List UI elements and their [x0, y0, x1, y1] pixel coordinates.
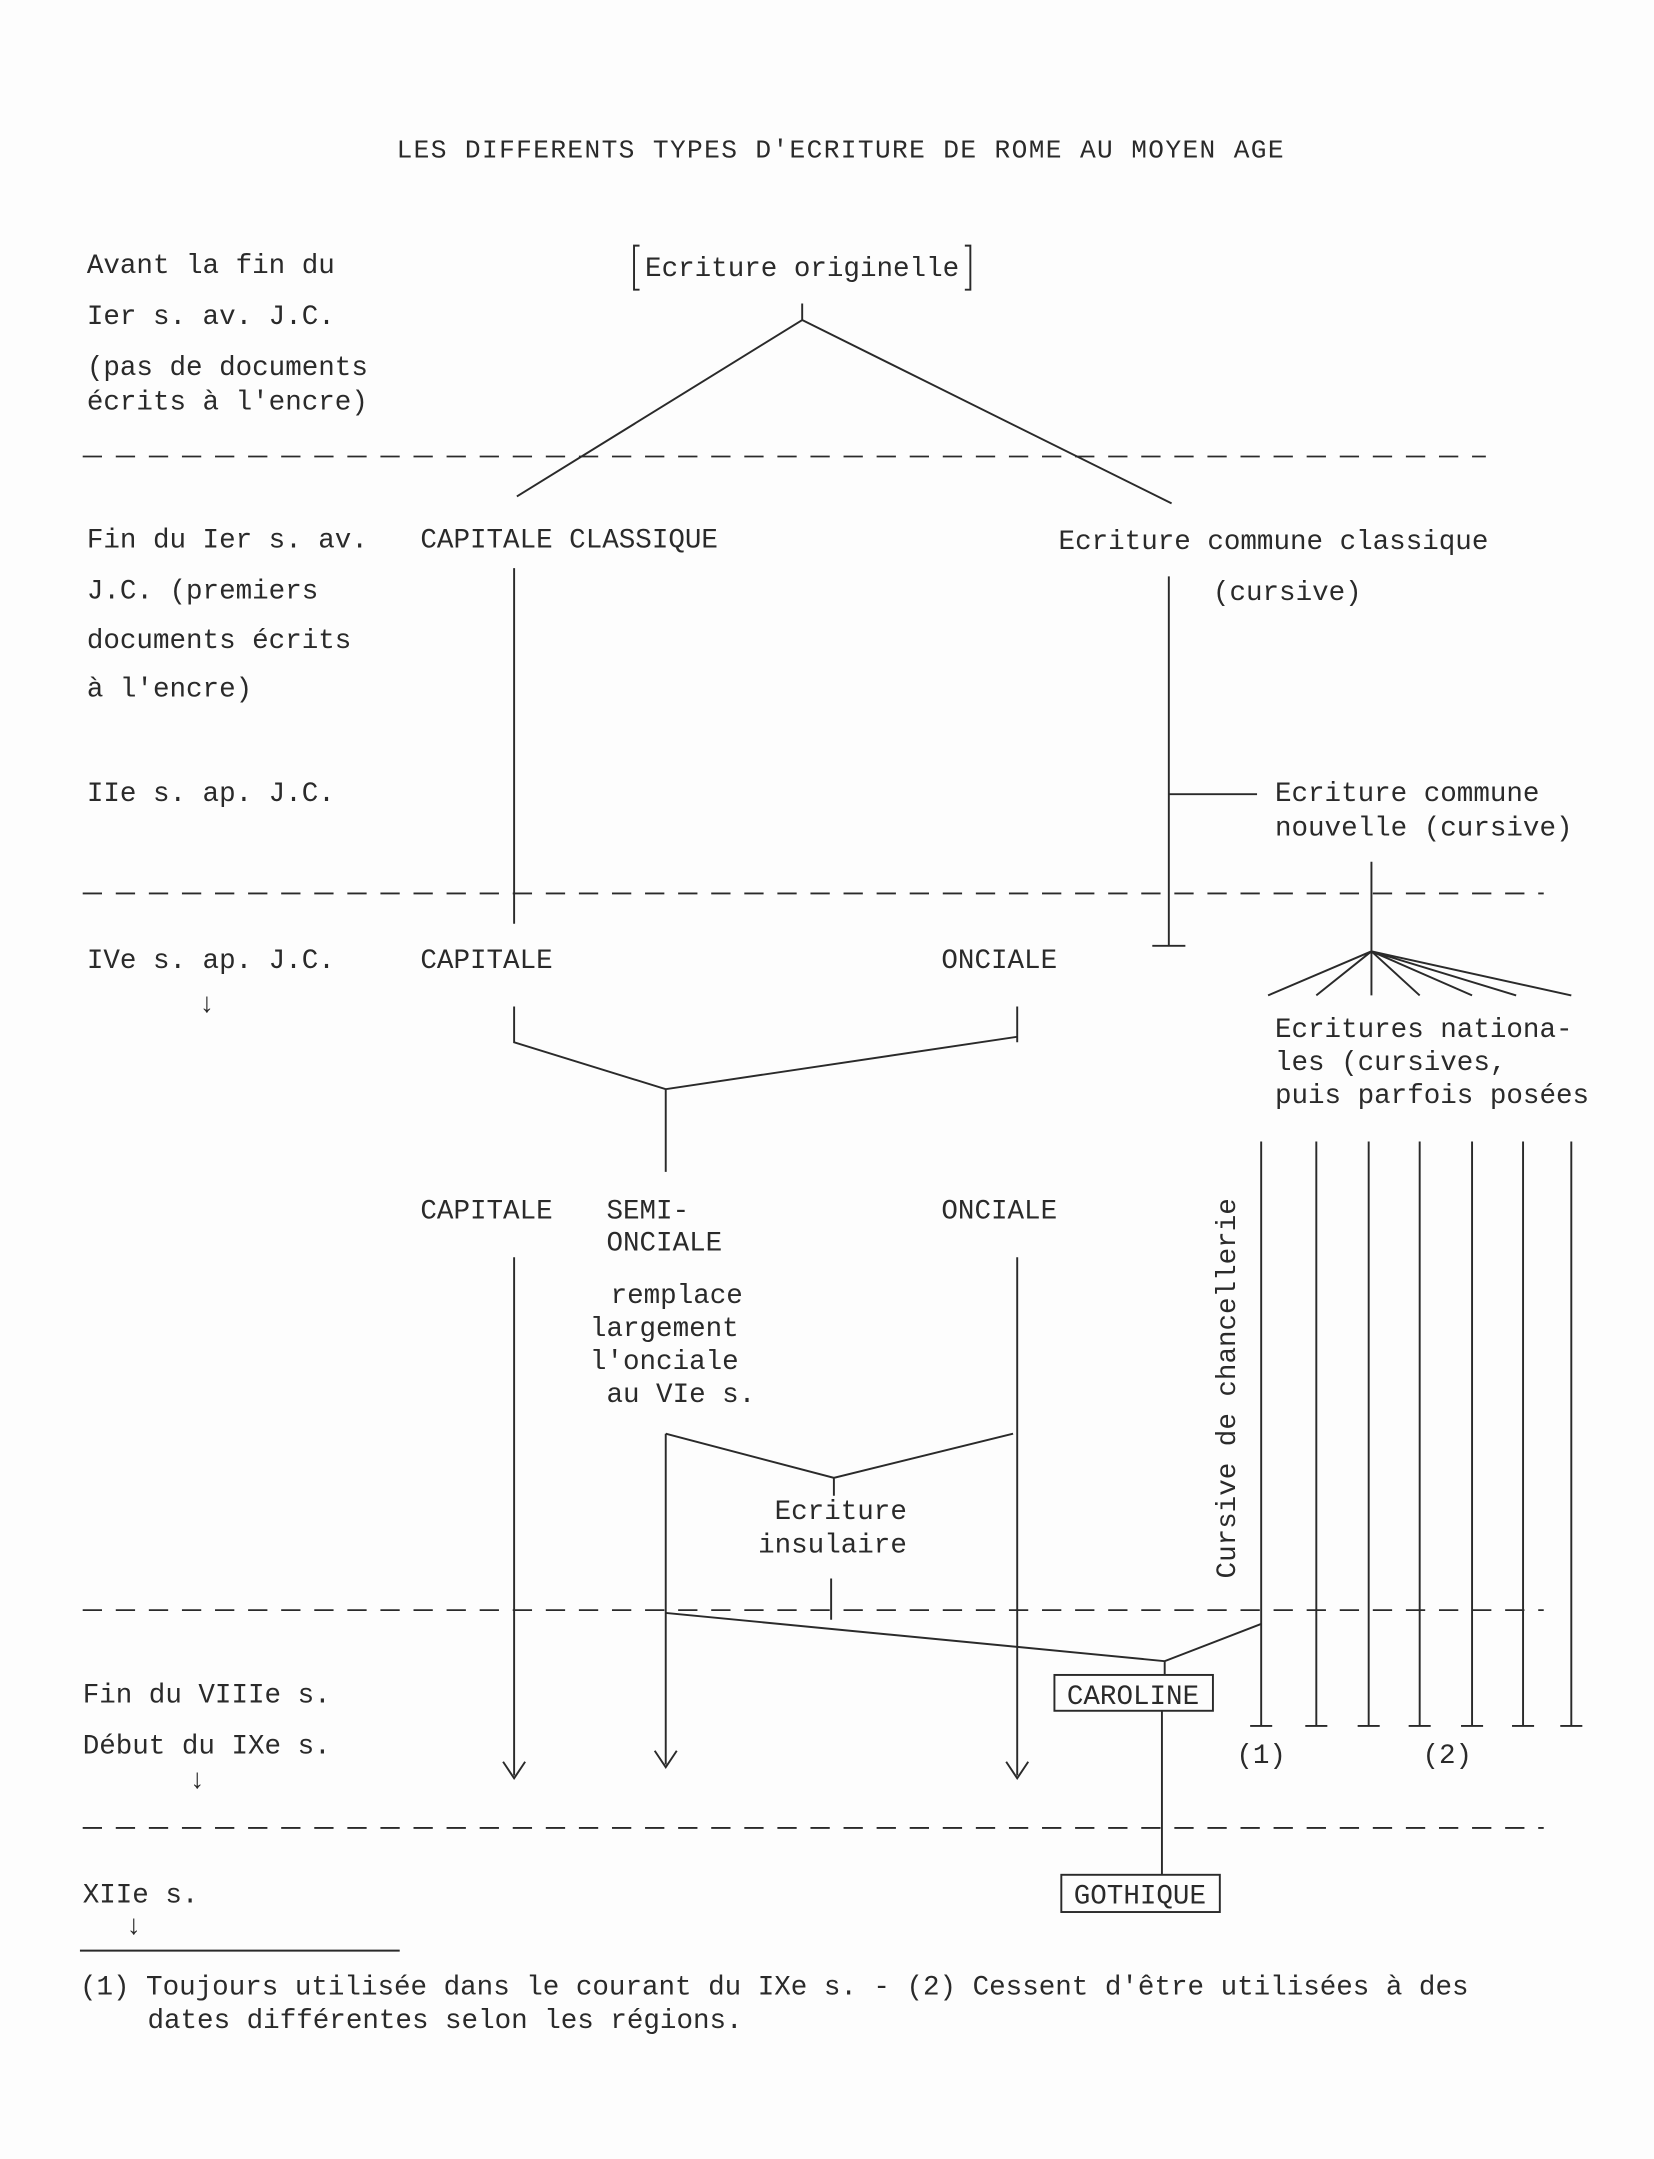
node-onciale-2: ONCIALE	[941, 1197, 1057, 1228]
semi-note: au VIe s.	[606, 1380, 755, 1411]
period-text: Avant la fin du	[87, 251, 335, 282]
node-nationales: les (cursives,	[1275, 1048, 1506, 1079]
arrow-onciale	[1005, 1257, 1030, 1781]
node-nationales: Ecritures nationa-	[1275, 1015, 1573, 1046]
node-semi-onciale: ONCIALE	[606, 1228, 722, 1259]
period-label-3: IIe s. ap. J.C.	[87, 779, 335, 810]
origin-branches	[516, 303, 1173, 505]
period-text: documents écrits	[87, 626, 352, 657]
diagram-title: LES DIFFERENTS TYPES D'ECRITURE DE ROME …	[397, 135, 1285, 165]
node-capitale: CAPITALE	[420, 946, 552, 977]
period-text: J.C. (premiers	[87, 576, 318, 607]
footnote-mark-2: (2)	[1422, 1741, 1472, 1772]
down-arrow-icon: ↓	[198, 990, 215, 1021]
node-commune-nouvelle: Ecriture commune	[1275, 779, 1540, 810]
node-insulaire: Ecriture	[775, 1497, 907, 1528]
period-text: Ier s. av. J.C.	[87, 302, 335, 333]
down-arrow-icon: ↓	[189, 1766, 206, 1797]
period-label-4: IVe s. ap. J.C.	[87, 946, 335, 977]
node-gothique: GOTHIQUE	[1074, 1882, 1206, 1913]
node-onciale: ONCIALE	[941, 946, 1057, 977]
period-label-5: Fin du VIIIe s. Début du IXe s.	[83, 1681, 331, 1763]
line-commune	[1152, 576, 1258, 947]
national-lines	[1250, 1141, 1583, 1727]
period-label-6: XIIe s.	[83, 1880, 199, 1911]
caroline-branch	[665, 1611, 1262, 1675]
period-text: à l'encre)	[87, 674, 252, 705]
period-text: (pas de documents	[87, 353, 368, 384]
footnote-text: dates différentes selon les régions.	[147, 2006, 742, 2037]
national-fan	[1267, 861, 1572, 997]
period-label-1: Avant la fin du Ier s. av. J.C. (pas de …	[87, 251, 368, 418]
arrow-capitale	[502, 1257, 526, 1781]
node-origin: Ecriture originelle	[645, 254, 959, 285]
period-label-2: Fin du Ier s. av. J.C. (premiers documen…	[87, 525, 368, 705]
node-commune-classique-sub: (cursive)	[1213, 578, 1362, 609]
node-capitale-classique: CAPITALE CLASSIQUE	[420, 525, 718, 556]
arrow-semi-onciale	[653, 1433, 678, 1770]
semi-note: remplace	[611, 1281, 743, 1312]
down-arrow-icon: ↓	[125, 1912, 142, 1943]
period-text: Fin du Ier s. av.	[87, 525, 368, 556]
node-commune-nouvelle-sub: nouvelle (cursive)	[1275, 814, 1573, 845]
origin-brackets	[633, 244, 972, 291]
semi-note: l'onciale	[590, 1347, 739, 1378]
node-commune-classique: Ecriture commune classique	[1059, 527, 1489, 558]
period-text: Début du IXe s.	[83, 1732, 331, 1763]
footnote-mark-1: (1)	[1236, 1741, 1286, 1772]
node-insulaire: insulaire	[758, 1530, 907, 1561]
gothique-box	[1060, 1873, 1221, 1913]
caroline-box	[1053, 1673, 1214, 1712]
period-text: Fin du VIIIe s.	[83, 1681, 331, 1712]
insulaire-branch	[665, 1432, 1014, 1620]
footnote-text: (1) Toujours utilisée dans le courant du…	[80, 1973, 1469, 2004]
node-chancellerie: Cursive de chancellerie	[1213, 1198, 1244, 1578]
semi-onciale-branch	[513, 1006, 1019, 1172]
node-semi-onciale: SEMI-	[606, 1197, 689, 1228]
node-nationales: puis parfois posées	[1275, 1081, 1589, 1112]
semi-note: largement	[590, 1314, 739, 1345]
node-caroline: CAROLINE	[1067, 1682, 1199, 1713]
node-capitale-2: CAPITALE	[420, 1197, 552, 1228]
period-text: écrits à l'encre)	[87, 388, 368, 419]
